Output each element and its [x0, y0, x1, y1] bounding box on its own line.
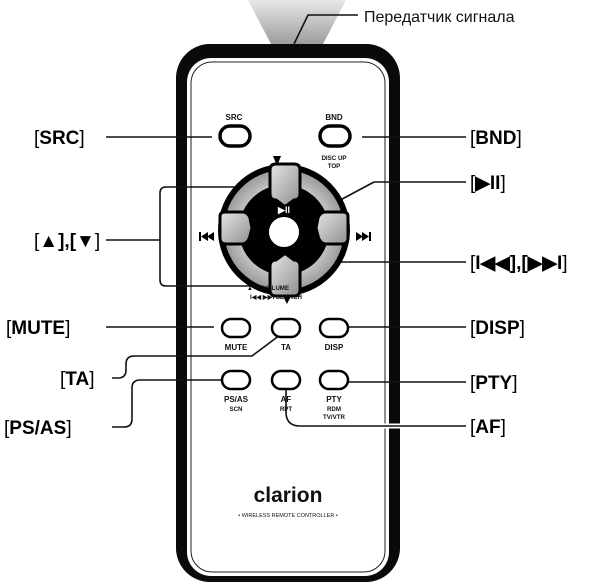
- pty-button[interactable]: PTY RDM TV/VTR: [318, 369, 350, 421]
- af-button[interactable]: AF RPT: [270, 369, 302, 413]
- af-sub-label: RPT: [280, 406, 293, 413]
- callout-ps-as: [PS/AS]: [4, 418, 72, 439]
- callout-af: [AF]: [470, 417, 506, 438]
- callout-ta: [TA]: [60, 369, 94, 390]
- up-button[interactable]: [268, 162, 302, 208]
- down-triangle-icon: [283, 296, 291, 304]
- disp-button[interactable]: DISP: [318, 317, 350, 352]
- play-pause-button[interactable]: ▶II: [267, 205, 301, 249]
- brand-logo: clarion: [254, 484, 323, 507]
- src-button-label: SRC: [226, 113, 243, 122]
- prev-button[interactable]: [218, 210, 254, 246]
- callout-play-pause: [▶II]: [470, 173, 506, 194]
- mute-button[interactable]: MUTE: [220, 317, 252, 352]
- down-button[interactable]: [268, 252, 302, 298]
- play-pause-icon: ▶II: [277, 205, 290, 215]
- next-button[interactable]: [314, 210, 350, 246]
- pty-sub-label-2: TV/VTR: [323, 414, 346, 421]
- callout-bnd: [BND]: [470, 128, 522, 149]
- pty-button-label: PTY: [326, 395, 342, 404]
- brand-subtitle: • WIRELESS REMOTE CONTROLLER •: [238, 513, 338, 519]
- transmitter-label: Передатчик сигнала: [364, 9, 515, 26]
- callout-up-down: [▲],[▼]: [34, 231, 100, 252]
- volume-label: ▲ ▼ VOLUME: [247, 285, 289, 292]
- ta-button[interactable]: TA: [270, 317, 302, 352]
- leader-lines: [106, 14, 469, 429]
- af-button-label: AF: [281, 395, 292, 404]
- ps-as-button-label: PS/AS: [224, 395, 249, 404]
- ps-as-button[interactable]: PS/AS SCN: [220, 369, 252, 413]
- bnd-button[interactable]: BND DISC UP TOP: [318, 113, 352, 170]
- disp-button-label: DISP: [325, 343, 344, 352]
- signal-beam: [248, 0, 346, 46]
- search-label: I◀◀ ▶▶I SEARCH: [250, 294, 303, 301]
- next-track-icon: [356, 232, 371, 241]
- prev-track-icon: [199, 232, 214, 241]
- bnd-sub-label-2: TOP: [328, 163, 341, 170]
- bnd-sub-label-1: DISC UP: [321, 155, 346, 162]
- callout-src: [SRC]: [34, 128, 85, 149]
- callout-mute: [MUTE]: [6, 318, 70, 339]
- callout-prev-next: [I◀◀],[▶▶I]: [470, 253, 568, 274]
- up-triangle-icon: [273, 156, 281, 166]
- ta-button-label: TA: [281, 343, 291, 352]
- callout-disp: [DISP]: [470, 318, 525, 339]
- ps-as-sub-label: SCN: [229, 406, 243, 413]
- src-button[interactable]: SRC: [218, 113, 252, 148]
- mute-button-label: MUTE: [225, 343, 248, 352]
- bnd-button-label: BND: [325, 113, 343, 122]
- callout-pty: [PTY]: [470, 373, 518, 394]
- pty-sub-label-1: RDM: [327, 406, 341, 413]
